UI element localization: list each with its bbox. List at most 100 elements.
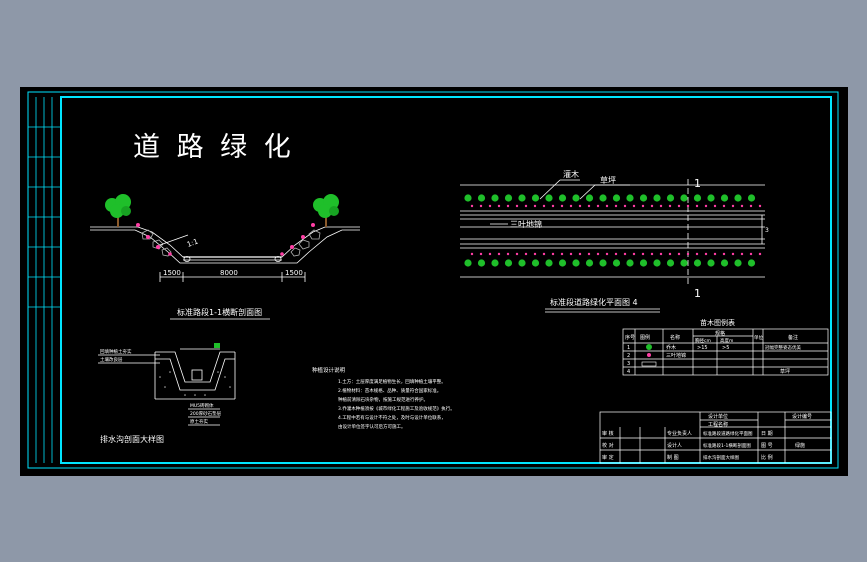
title-block-grid [599, 411, 832, 464]
plan-marker-bottom: 1 [694, 287, 701, 300]
plan-tree-dot [477, 259, 486, 267]
plan-tree-dot [747, 259, 756, 267]
legend-shrub-symbol-icon [647, 353, 651, 357]
plan-flower-dot [479, 204, 483, 208]
tb-r2-role: 校 对 [602, 442, 614, 449]
notes-title: 种植设计说明 [312, 366, 346, 374]
tb-r1-content: 标准路段道路绿化平面图 [703, 430, 753, 437]
tb-drawing-no: 设计编号 [792, 413, 812, 420]
plan-flower-dot [551, 252, 555, 256]
plan-flower-dot [578, 252, 582, 256]
tb-r1-role: 审 核 [602, 430, 614, 437]
plan-flower-dot [488, 252, 492, 256]
plan-tree-dot [585, 259, 594, 267]
plan-flower-dot [542, 204, 546, 208]
legend-tree-symbol-icon [646, 344, 652, 350]
legend-row1-note: 冠幅完整姿态优美 [765, 344, 801, 351]
legend-h-note: 备注 [788, 334, 798, 341]
plan-flower-dot [533, 204, 537, 208]
plan-tree-dot [477, 194, 486, 202]
ditch-label-2: 土壤改良层 [100, 356, 123, 363]
notes-line-4: 3.乔灌木种植须按《城市绿化工程施工及验收规范》执行。 [338, 405, 455, 412]
plan-flower-dot [560, 252, 564, 256]
legend-row2-no: 2 [627, 353, 630, 359]
outer-border [27, 91, 839, 469]
plan-flower-dot [515, 252, 519, 256]
plan-flower-dot [632, 204, 636, 208]
plan-tree-dot [707, 259, 715, 267]
inner-border [60, 96, 832, 464]
plan-tree-dot [680, 194, 688, 202]
plan-tree-dot [599, 194, 607, 202]
plan-flower-dot [695, 252, 699, 256]
section-tree-left [105, 194, 131, 227]
plan-flower-dot [497, 252, 501, 256]
plan-flower-dot [623, 252, 627, 256]
plan-flower-dot [704, 204, 708, 208]
tb-r3-field: 比 例 [761, 454, 773, 461]
plan-label-shrub: 三叶地锦 [510, 219, 542, 229]
plan-tree-dot [599, 259, 607, 267]
plan-tree-dot [531, 259, 540, 267]
plan-tree-dot [612, 259, 621, 267]
plan-flower-dot [749, 252, 753, 256]
section-caption: 标准路段1-1横断剖面图 [177, 307, 262, 317]
plan-tree-dot [491, 194, 499, 202]
plan-tree-dot [491, 259, 499, 267]
plan-flower-dot [740, 204, 744, 208]
plan-flower-dot [506, 252, 510, 256]
plan-tree-dot [734, 259, 742, 267]
plan-tree-dot [572, 194, 580, 202]
plan-tree-dot [612, 194, 621, 202]
tb-r1-field: 日 期 [761, 431, 773, 437]
legend-row2-name: 三叶地锦 [666, 352, 686, 359]
plan-tree-dot [518, 194, 526, 202]
plan-flower-dot [632, 252, 636, 256]
legend-row4-no: 4 [627, 369, 630, 375]
plan-flower-dot [587, 204, 591, 208]
plan-flower-dot [614, 252, 618, 256]
plan-flower-dot [704, 252, 708, 256]
plan-tree-dot [666, 194, 675, 202]
notes-line-6: 由设计单位签字认可后方可施工。 [338, 423, 406, 430]
plan-tree-dot [639, 194, 648, 202]
plan-flower-dot [650, 204, 654, 208]
plan-tree-dot [720, 259, 729, 267]
plan-tree-dot [464, 194, 472, 202]
plan-flower-dot [713, 204, 717, 208]
plan-flower-dot [758, 204, 762, 208]
plan-tree-dot [734, 194, 742, 202]
plan-flower-dot [722, 204, 726, 208]
plan-tree-dot [747, 194, 756, 202]
plan-tree-dot [518, 259, 526, 267]
ditch-caption: 排水沟剖面大样图 [100, 434, 164, 444]
plan-flower-dot [524, 204, 528, 208]
plan-tree-dot [639, 259, 648, 267]
plan-flower-dot [731, 204, 735, 208]
plan-flower-dot [659, 252, 663, 256]
plan-tree-dot [558, 259, 567, 267]
plan-flower-dot [677, 252, 681, 256]
plan-tree-dot [693, 194, 702, 202]
plan-caption: 标准段道路绿化平面图 4 [550, 297, 638, 307]
legend-row1-height: >5 [722, 345, 729, 351]
ditch-fill-pattern [159, 371, 231, 396]
plan-flower-dot [713, 252, 717, 256]
plan-flower-dot [677, 204, 681, 208]
tb-r2-person: 设计人 [667, 442, 682, 449]
plan-flower-dot [686, 204, 690, 208]
legend-row1-dbh: >15 [697, 345, 708, 351]
tb-r2-value: 绿施 [795, 442, 805, 449]
plan-flower-dot [578, 204, 582, 208]
plan-tree-dot [707, 194, 715, 202]
legend-h-name: 名称 [670, 334, 680, 341]
plan-flower-dot [470, 204, 474, 208]
plan-flower-dot [623, 204, 627, 208]
legend-h-dbh: 胸径cm [695, 337, 711, 344]
plan-flower-dot [542, 252, 546, 256]
cad-viewport[interactable]: 道 路 绿 化 [20, 87, 848, 476]
legend-h-symbol: 图例 [640, 334, 650, 341]
plan-side-dim: 3 [765, 227, 769, 234]
notes-line-2: 2.植物材料：苗木规格、品种、质量符合国家标准。 [338, 387, 441, 394]
dim-left: 1500 [163, 269, 181, 277]
